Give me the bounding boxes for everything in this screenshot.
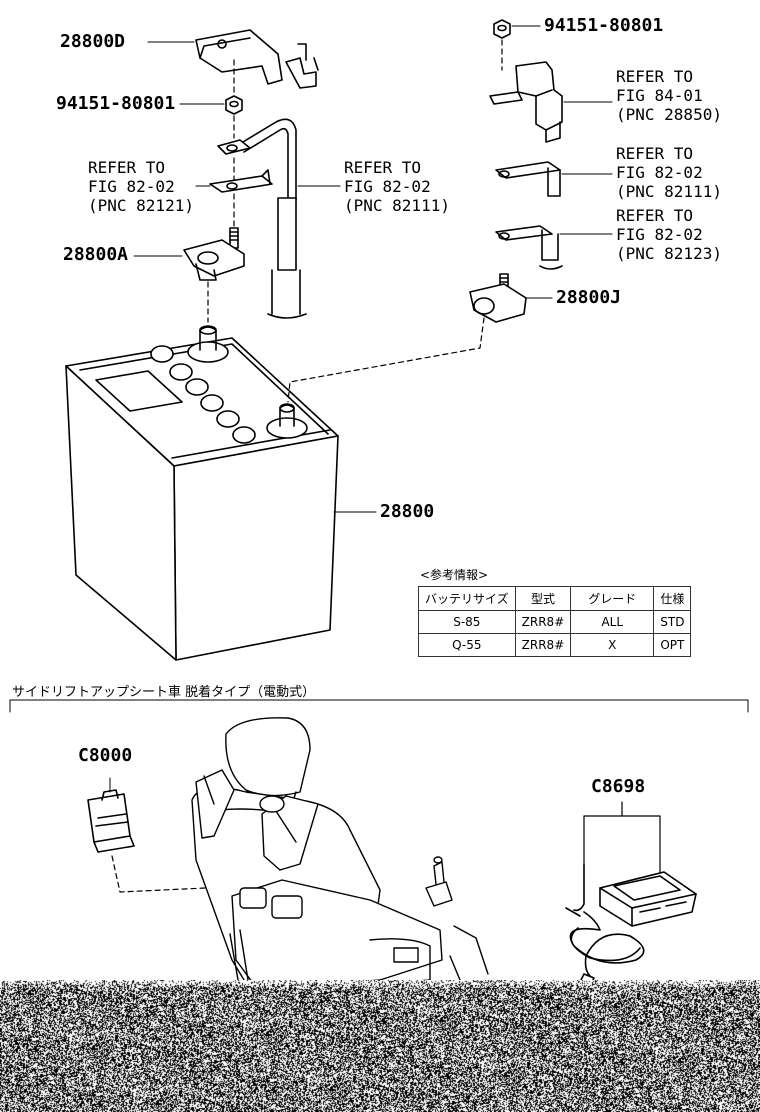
label-94151-80801-right: 94151-80801	[544, 15, 664, 36]
refer-note-pnc-82111-right: REFER TO FIG 82-02 (PNC 82111)	[616, 144, 722, 201]
table-row: Q-55 ZRR8# X OPT	[418, 633, 692, 657]
refer-note-pnc-28850: REFER TO FIG 84-01 (PNC 28850)	[616, 67, 722, 124]
label-C8000: C8000	[78, 745, 133, 766]
terminal-28800A-drawing	[133, 227, 245, 323]
refer-note-pnc-82111-left: REFER TO FIG 82-02 (PNC 82111)	[344, 158, 450, 215]
refer-line: REFER TO	[88, 158, 166, 177]
refer-note-pnc-82121: REFER TO FIG 82-02 (PNC 82121)	[88, 158, 194, 215]
table-header-row: バッテリサイズ 型式 グレード 仕様	[418, 586, 692, 611]
nut-94151-right-drawing	[493, 19, 541, 71]
cable-82121-left-drawing	[195, 157, 273, 227]
cell-grade: X	[570, 633, 655, 657]
cell-model: ZRR8#	[514, 610, 572, 634]
refer-line: FIG 82-02	[344, 177, 431, 196]
nut-94151-left-drawing	[179, 59, 243, 115]
cell-size: S-85	[418, 610, 516, 634]
refer-line: FIG 84-01	[616, 86, 703, 105]
label-28800: 28800	[380, 501, 435, 522]
cover-28800D-drawing	[147, 29, 319, 89]
refer-line: (PNC 82111)	[344, 196, 450, 215]
cell-grade: ALL	[570, 610, 655, 634]
cell-model: ZRR8#	[514, 633, 572, 657]
label-94151-80801-left: 94151-80801	[56, 93, 176, 114]
header-battery-size: バッテリサイズ	[418, 586, 516, 611]
refer-line: (PNC 82121)	[88, 196, 194, 215]
label-28800A: 28800A	[63, 244, 129, 265]
section-title: サイドリフトアップシート車 脱着タイプ（電動式）	[12, 685, 316, 700]
battery-terminal-positive	[266, 403, 308, 439]
table-row: S-85 ZRR8# ALL STD	[418, 610, 692, 634]
refer-line: REFER TO	[616, 67, 694, 86]
battery-terminal-negative	[187, 325, 229, 363]
battery-drawing	[65, 325, 377, 661]
refer-line: REFER TO	[616, 144, 694, 163]
header-grade: グレード	[570, 586, 655, 611]
cable-82111-right-drawing	[495, 161, 613, 197]
part-C8000-drawing	[87, 777, 249, 893]
refer-line: (PNC 28850)	[616, 105, 722, 124]
cable-82111-left-drawing	[217, 115, 341, 319]
cable-82123-right-drawing	[495, 225, 613, 270]
fuse-block-28850-drawing	[489, 61, 613, 143]
label-28800D: 28800D	[60, 31, 126, 52]
scan-noise-band	[0, 980, 760, 1112]
refer-line: REFER TO	[344, 158, 422, 177]
cell-spec: OPT	[653, 633, 692, 657]
label-28800J: 28800J	[556, 287, 622, 308]
refer-line: FIG 82-02	[616, 225, 703, 244]
refer-line: (PNC 82123)	[616, 244, 722, 263]
refer-line: FIG 82-02	[616, 163, 703, 182]
header-spec: 仕様	[653, 586, 692, 611]
info-table-title: <参考情報>	[420, 568, 489, 582]
battery-cell-caps	[150, 345, 256, 444]
section-frame	[9, 699, 749, 713]
refer-line: (PNC 82111)	[616, 182, 722, 201]
refer-line: FIG 82-02	[88, 177, 175, 196]
seat-drawing	[191, 717, 489, 991]
refer-note-pnc-82123: REFER TO FIG 82-02 (PNC 82123)	[616, 206, 722, 263]
battery-info-table: バッテリサイズ 型式 グレード 仕様 S-85 ZRR8# ALL STD Q-…	[418, 586, 692, 657]
terminal-28800J-drawing	[287, 273, 553, 403]
refer-line: REFER TO	[616, 206, 694, 225]
part-C8698-drawing	[565, 801, 697, 987]
cell-size: Q-55	[418, 633, 516, 657]
label-C8698: C8698	[591, 776, 646, 797]
cell-spec: STD	[653, 610, 692, 634]
header-model: 型式	[514, 586, 572, 611]
